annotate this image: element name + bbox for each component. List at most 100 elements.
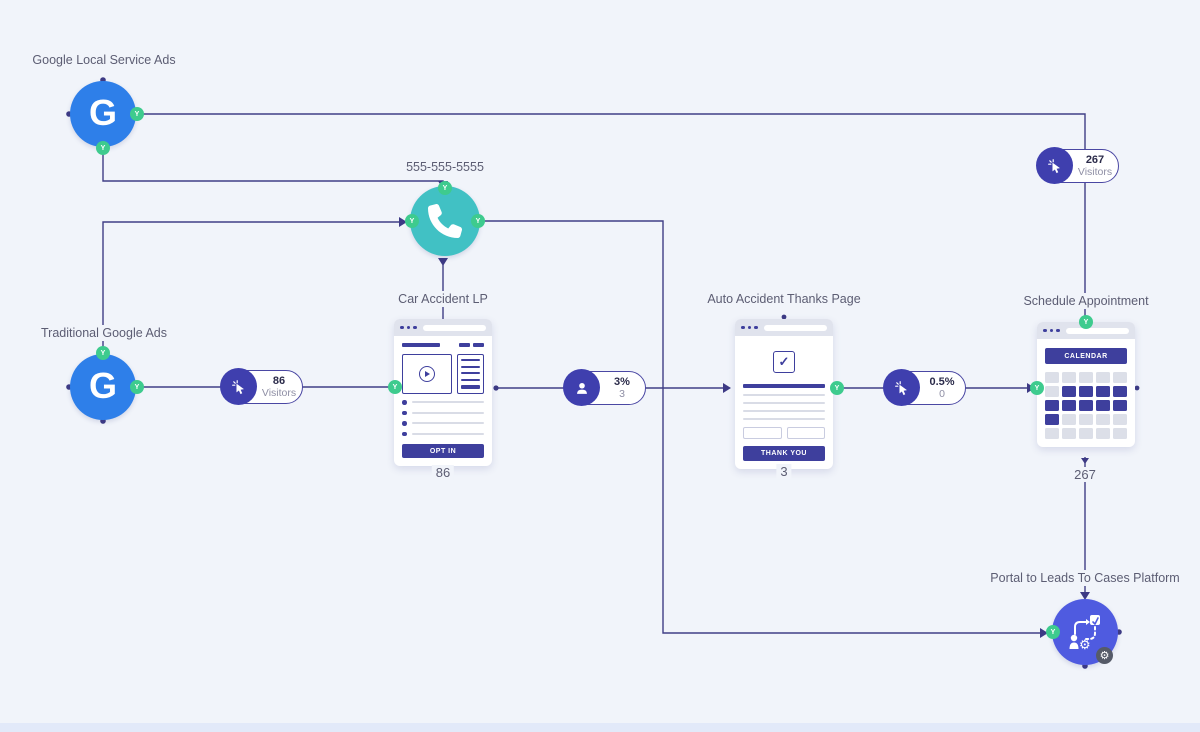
arrowhead-into-portal-top	[1080, 592, 1090, 600]
port-phone-right[interactable]: Y	[471, 214, 485, 228]
arrowhead-into-thanks-left	[723, 383, 731, 393]
browser-dot-icon	[413, 325, 417, 330]
wire-lsa-to-phone	[102, 150, 444, 182]
node-schedule-appointment[interactable]: CALENDAR	[1037, 322, 1135, 447]
badge-sub: Visitors	[261, 387, 297, 400]
calendar-cell	[1079, 386, 1093, 397]
nav-links	[459, 343, 484, 347]
gear-icon: ⚙	[1079, 637, 1091, 651]
click-cursor-icon	[1036, 147, 1073, 184]
node-phone-call[interactable]	[410, 186, 480, 256]
headline-bar	[743, 384, 825, 388]
play-icon	[419, 366, 435, 382]
browser-dot-icon	[741, 325, 745, 330]
badge-sub: 3	[619, 388, 625, 401]
browser-chrome	[735, 319, 833, 336]
port-marker-schedule-right	[1134, 385, 1140, 391]
url-bar	[422, 324, 486, 331]
arrowhead-into-phone-bottom	[438, 258, 448, 266]
calendar-cell	[1079, 428, 1093, 439]
browser-dot-icon	[1049, 328, 1053, 333]
label-thanks-page: Auto Accident Thanks Page	[703, 291, 865, 307]
calendar-cell	[1079, 414, 1093, 425]
url-bar	[1065, 327, 1129, 334]
calendar-header: CALENDAR	[1045, 348, 1127, 364]
lp-visitor-count: 86	[431, 465, 455, 480]
port-phone-top[interactable]: Y	[438, 181, 452, 195]
phone-icon	[428, 204, 462, 238]
node-car-accident-lp[interactable]: OPT IN	[394, 319, 492, 466]
badge-sub: Visitors	[1077, 166, 1113, 179]
browser-chrome	[394, 319, 492, 336]
google-logo-icon: G	[88, 92, 117, 133]
opt-in-button: OPT IN	[402, 444, 484, 458]
calendar-cell	[1113, 386, 1127, 397]
node-thanks-page[interactable]: ✓ THANK YOU	[735, 319, 833, 469]
port-marker-schedule-bottom	[1081, 458, 1089, 464]
canvas-bottom-strip	[0, 723, 1200, 732]
calendar-cell	[1062, 372, 1076, 383]
wire-lsa-to-schedule	[138, 113, 1086, 316]
badge-sub: 0	[939, 388, 945, 401]
badge-conversion-05pct[interactable]: 0.5% 0	[883, 369, 966, 406]
calendar-cell	[1113, 414, 1127, 425]
port-schedule-top[interactable]: Y	[1079, 315, 1093, 329]
calendar-cell	[1045, 386, 1059, 397]
browser-dot-icon	[754, 325, 758, 330]
badge-value: 0.5%	[929, 375, 955, 388]
port-tga-right[interactable]: Y	[130, 380, 144, 394]
bullet-item	[402, 410, 484, 415]
bullet-item	[402, 431, 484, 436]
browser-dot-icon	[747, 325, 751, 330]
node-google-local-service-ads[interactable]: G	[70, 81, 136, 147]
calendar-cell	[1096, 386, 1110, 397]
thank-you-button: THANK YOU	[743, 446, 825, 461]
arrowhead-into-phone-left	[399, 217, 407, 227]
calendar-cell	[1096, 428, 1110, 439]
label-portal-leads-to-cases: Portal to Leads To Cases Platform	[986, 570, 1184, 586]
port-lsa-bottom[interactable]: Y	[96, 141, 110, 155]
port-lsa-right[interactable]: Y	[130, 107, 144, 121]
calendar-cell	[1113, 400, 1127, 411]
port-tga-top[interactable]: Y	[96, 346, 110, 360]
google-logo-icon: G	[88, 365, 117, 406]
calendar-wireframe: CALENDAR	[1037, 339, 1135, 447]
calendar-cell	[1045, 372, 1059, 383]
url-bar	[763, 324, 827, 331]
person-icon	[563, 369, 600, 406]
calendar-cell	[1113, 428, 1127, 439]
workflow-automation-icon: ⚙	[1069, 615, 1100, 651]
wire-tga-to-phone	[102, 221, 399, 352]
node-traditional-google-ads[interactable]: G	[70, 354, 136, 420]
port-phone-left[interactable]: Y	[405, 214, 419, 228]
schedule-visitor-count: 267	[1070, 467, 1100, 482]
badge-visitors-86[interactable]: 86 Visitors	[220, 368, 303, 405]
port-thanks-right[interactable]: Y	[830, 381, 844, 395]
calendar-cell	[1096, 372, 1110, 383]
calendar-cell	[1079, 400, 1093, 411]
calendar-cell	[1045, 400, 1059, 411]
badge-value: 3%	[614, 375, 630, 388]
browser-chrome	[1037, 322, 1135, 339]
label-phone-number: 555-555-5555	[402, 159, 488, 175]
browser-dot-icon	[1043, 328, 1047, 333]
port-portal-left[interactable]: Y	[1046, 625, 1060, 639]
thanks-visitor-count: 3	[776, 464, 792, 479]
calendar-cell	[1062, 400, 1076, 411]
badge-visitors-267[interactable]: 267 Visitors	[1036, 147, 1119, 184]
badge-conversion-3pct[interactable]: 3% 3	[563, 369, 646, 406]
port-marker-lp-right	[493, 385, 499, 391]
calendar-cell	[1062, 414, 1076, 425]
calendar-cell	[1045, 414, 1059, 425]
label-traditional-google-ads: Traditional Google Ads	[36, 325, 172, 341]
port-lp-left[interactable]: Y	[388, 380, 402, 394]
click-cursor-icon	[883, 369, 920, 406]
form-fields	[743, 427, 825, 439]
settings-gear-badge[interactable]: ⚙	[1096, 647, 1113, 664]
port-schedule-left[interactable]: Y	[1030, 381, 1044, 395]
bullet-item	[402, 400, 484, 405]
port-marker-thanks-top	[781, 314, 787, 320]
click-cursor-icon	[220, 368, 257, 405]
